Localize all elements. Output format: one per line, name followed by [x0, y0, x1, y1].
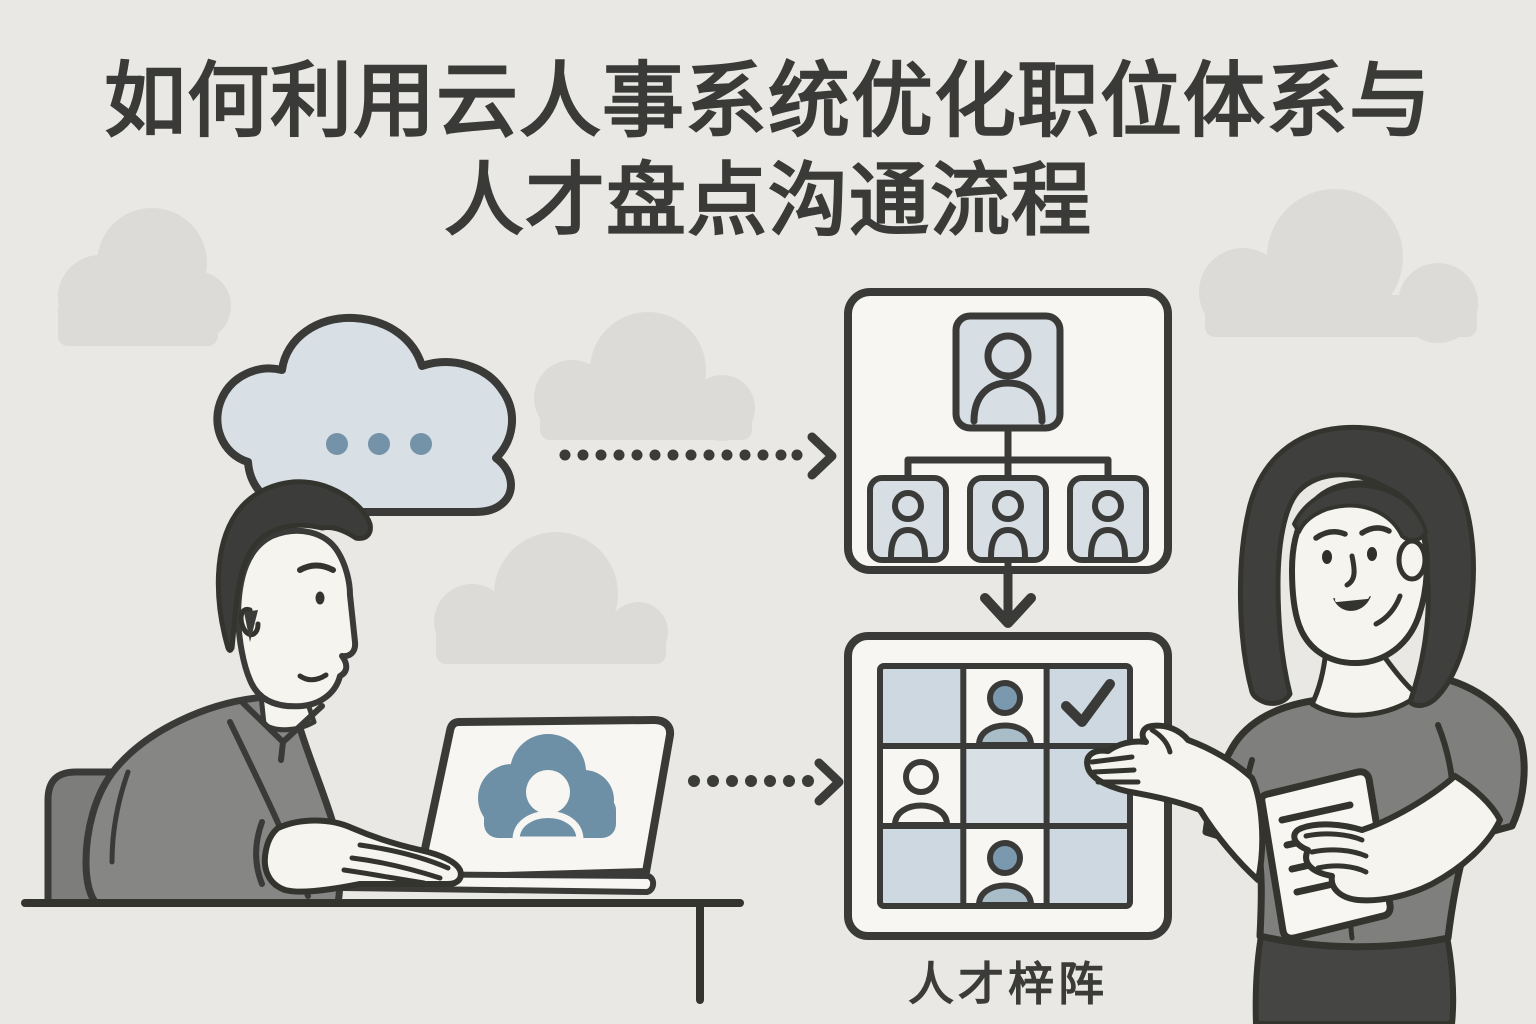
- org-chart-child-card: [1067, 475, 1149, 563]
- woman-holding-arm: [1291, 773, 1503, 904]
- woman-neck: [1309, 645, 1421, 718]
- matrix-cell: [880, 826, 964, 906]
- checkmark-icon: [1061, 679, 1115, 727]
- org-chart-child-card: [967, 475, 1049, 563]
- finger-lines: [341, 842, 451, 886]
- decorative-cloud-middle: [534, 312, 755, 441]
- talent-matrix-box: [844, 632, 1172, 940]
- woman-hair-fringe: [1292, 483, 1428, 543]
- org-chart-child-card: [867, 475, 949, 563]
- matrix-cells: [880, 666, 1130, 906]
- man-hair: [215, 479, 373, 653]
- woman-presenter: [1084, 424, 1528, 1024]
- woman-ear: [1396, 538, 1428, 582]
- page-title-line-1: 如何利用云人事系统优化职位体系与: [103, 54, 1432, 149]
- desk: [21, 899, 744, 1004]
- matrix-avatar-outline: [892, 759, 950, 828]
- man-hand: [261, 817, 464, 895]
- finger-lines: [1303, 831, 1369, 875]
- matrix-caption: 人才梓阵: [908, 957, 1108, 1011]
- down-arrow-icon: [980, 569, 1036, 628]
- matrix-avatar-blue: [976, 840, 1034, 908]
- person-icon: [992, 490, 1024, 522]
- matrix-cell: [963, 746, 1047, 826]
- shirt-collar: [240, 700, 325, 763]
- finger-lines: [1089, 727, 1173, 785]
- cloud-user-icon: [478, 734, 616, 844]
- decorative-cloud-top-left: [58, 208, 231, 346]
- matrix-cell: [880, 666, 964, 746]
- ellipsis-dots-icon: [326, 433, 432, 455]
- page-title-line-2: 人才盘点沟通流程: [444, 154, 1092, 248]
- arrowhead-chevron-icon: [807, 432, 837, 480]
- woman-gesture-arm: [1084, 722, 1266, 883]
- org-chart-root-card: [952, 312, 1064, 432]
- dotted-arrow-right-bottom: [688, 758, 844, 806]
- woman-hair: [1238, 424, 1476, 708]
- person-icon: [970, 332, 1046, 425]
- woman-face-features: [1313, 525, 1403, 627]
- matrix-cell: [1046, 826, 1130, 906]
- arrowhead-chevron-icon: [814, 758, 844, 806]
- matrix-avatar-blue: [976, 680, 1034, 748]
- org-chart-box: [844, 288, 1172, 574]
- decorative-cloud-lower-middle: [434, 532, 668, 664]
- man-sideburn: [244, 610, 258, 642]
- page-title: 如何利用云人事系统优化职位体系与 人才盘点沟通流程: [0, 52, 1536, 250]
- dotted-arrow-right-top: [559, 432, 837, 480]
- person-icon: [892, 490, 924, 522]
- person-icon: [1092, 490, 1124, 522]
- decorative-cloud-top-right: [1199, 189, 1478, 343]
- org-chart-child-cards: [867, 475, 1149, 563]
- thought-cloud-icon: [213, 313, 517, 516]
- man-face: [235, 527, 359, 710]
